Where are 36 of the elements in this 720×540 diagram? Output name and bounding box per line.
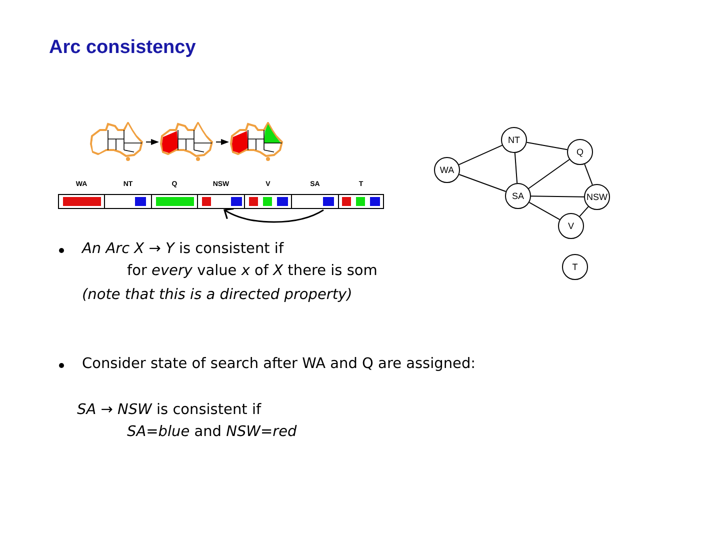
variable-circle: [505, 183, 531, 209]
constraint-line: [528, 159, 570, 189]
node-label: NSW: [586, 192, 608, 202]
example-text: SA=blue and NSW=red: [127, 424, 297, 440]
node-label: V: [568, 221, 574, 231]
variable-circle: [501, 127, 527, 153]
constraint-line: [514, 152, 518, 184]
node-label: WA: [440, 165, 454, 175]
variable-circle: [434, 157, 460, 183]
example-text: SA → NSW is consistent if: [77, 402, 262, 418]
arrow: [146, 139, 159, 145]
note-text: (note that this is a directed property): [82, 287, 352, 303]
variable-circle: [558, 213, 584, 239]
variable-circle: [584, 184, 610, 210]
constraint-line: [579, 206, 589, 217]
constraint-line: [528, 202, 560, 220]
arrow: [216, 139, 229, 145]
australia-map-drawing: [228, 122, 286, 162]
curved-arrow: [224, 208, 324, 223]
constraint-line: [584, 164, 593, 186]
constraint-line: [530, 196, 584, 198]
variable-circle: [567, 139, 593, 165]
node-label: T: [572, 262, 578, 272]
node-label: SA: [512, 191, 524, 201]
constraint-line: [458, 174, 506, 192]
definition-text: for every value x of X there is som: [127, 263, 378, 279]
bullet-text: Consider state of search after WA and Q are assigned:: [82, 356, 476, 372]
slide-title: Arc consistency: [49, 37, 196, 59]
variable-circle: [562, 254, 588, 280]
australia-map-drawing: [158, 122, 216, 162]
node-label: NT: [508, 135, 520, 145]
australia-map-drawing: [88, 122, 146, 162]
bullet-text: An Arc X → Y is consistent if: [82, 241, 284, 257]
node-label: Q: [576, 147, 584, 157]
constraint-line: [458, 144, 503, 166]
constraint-line: [526, 142, 568, 150]
